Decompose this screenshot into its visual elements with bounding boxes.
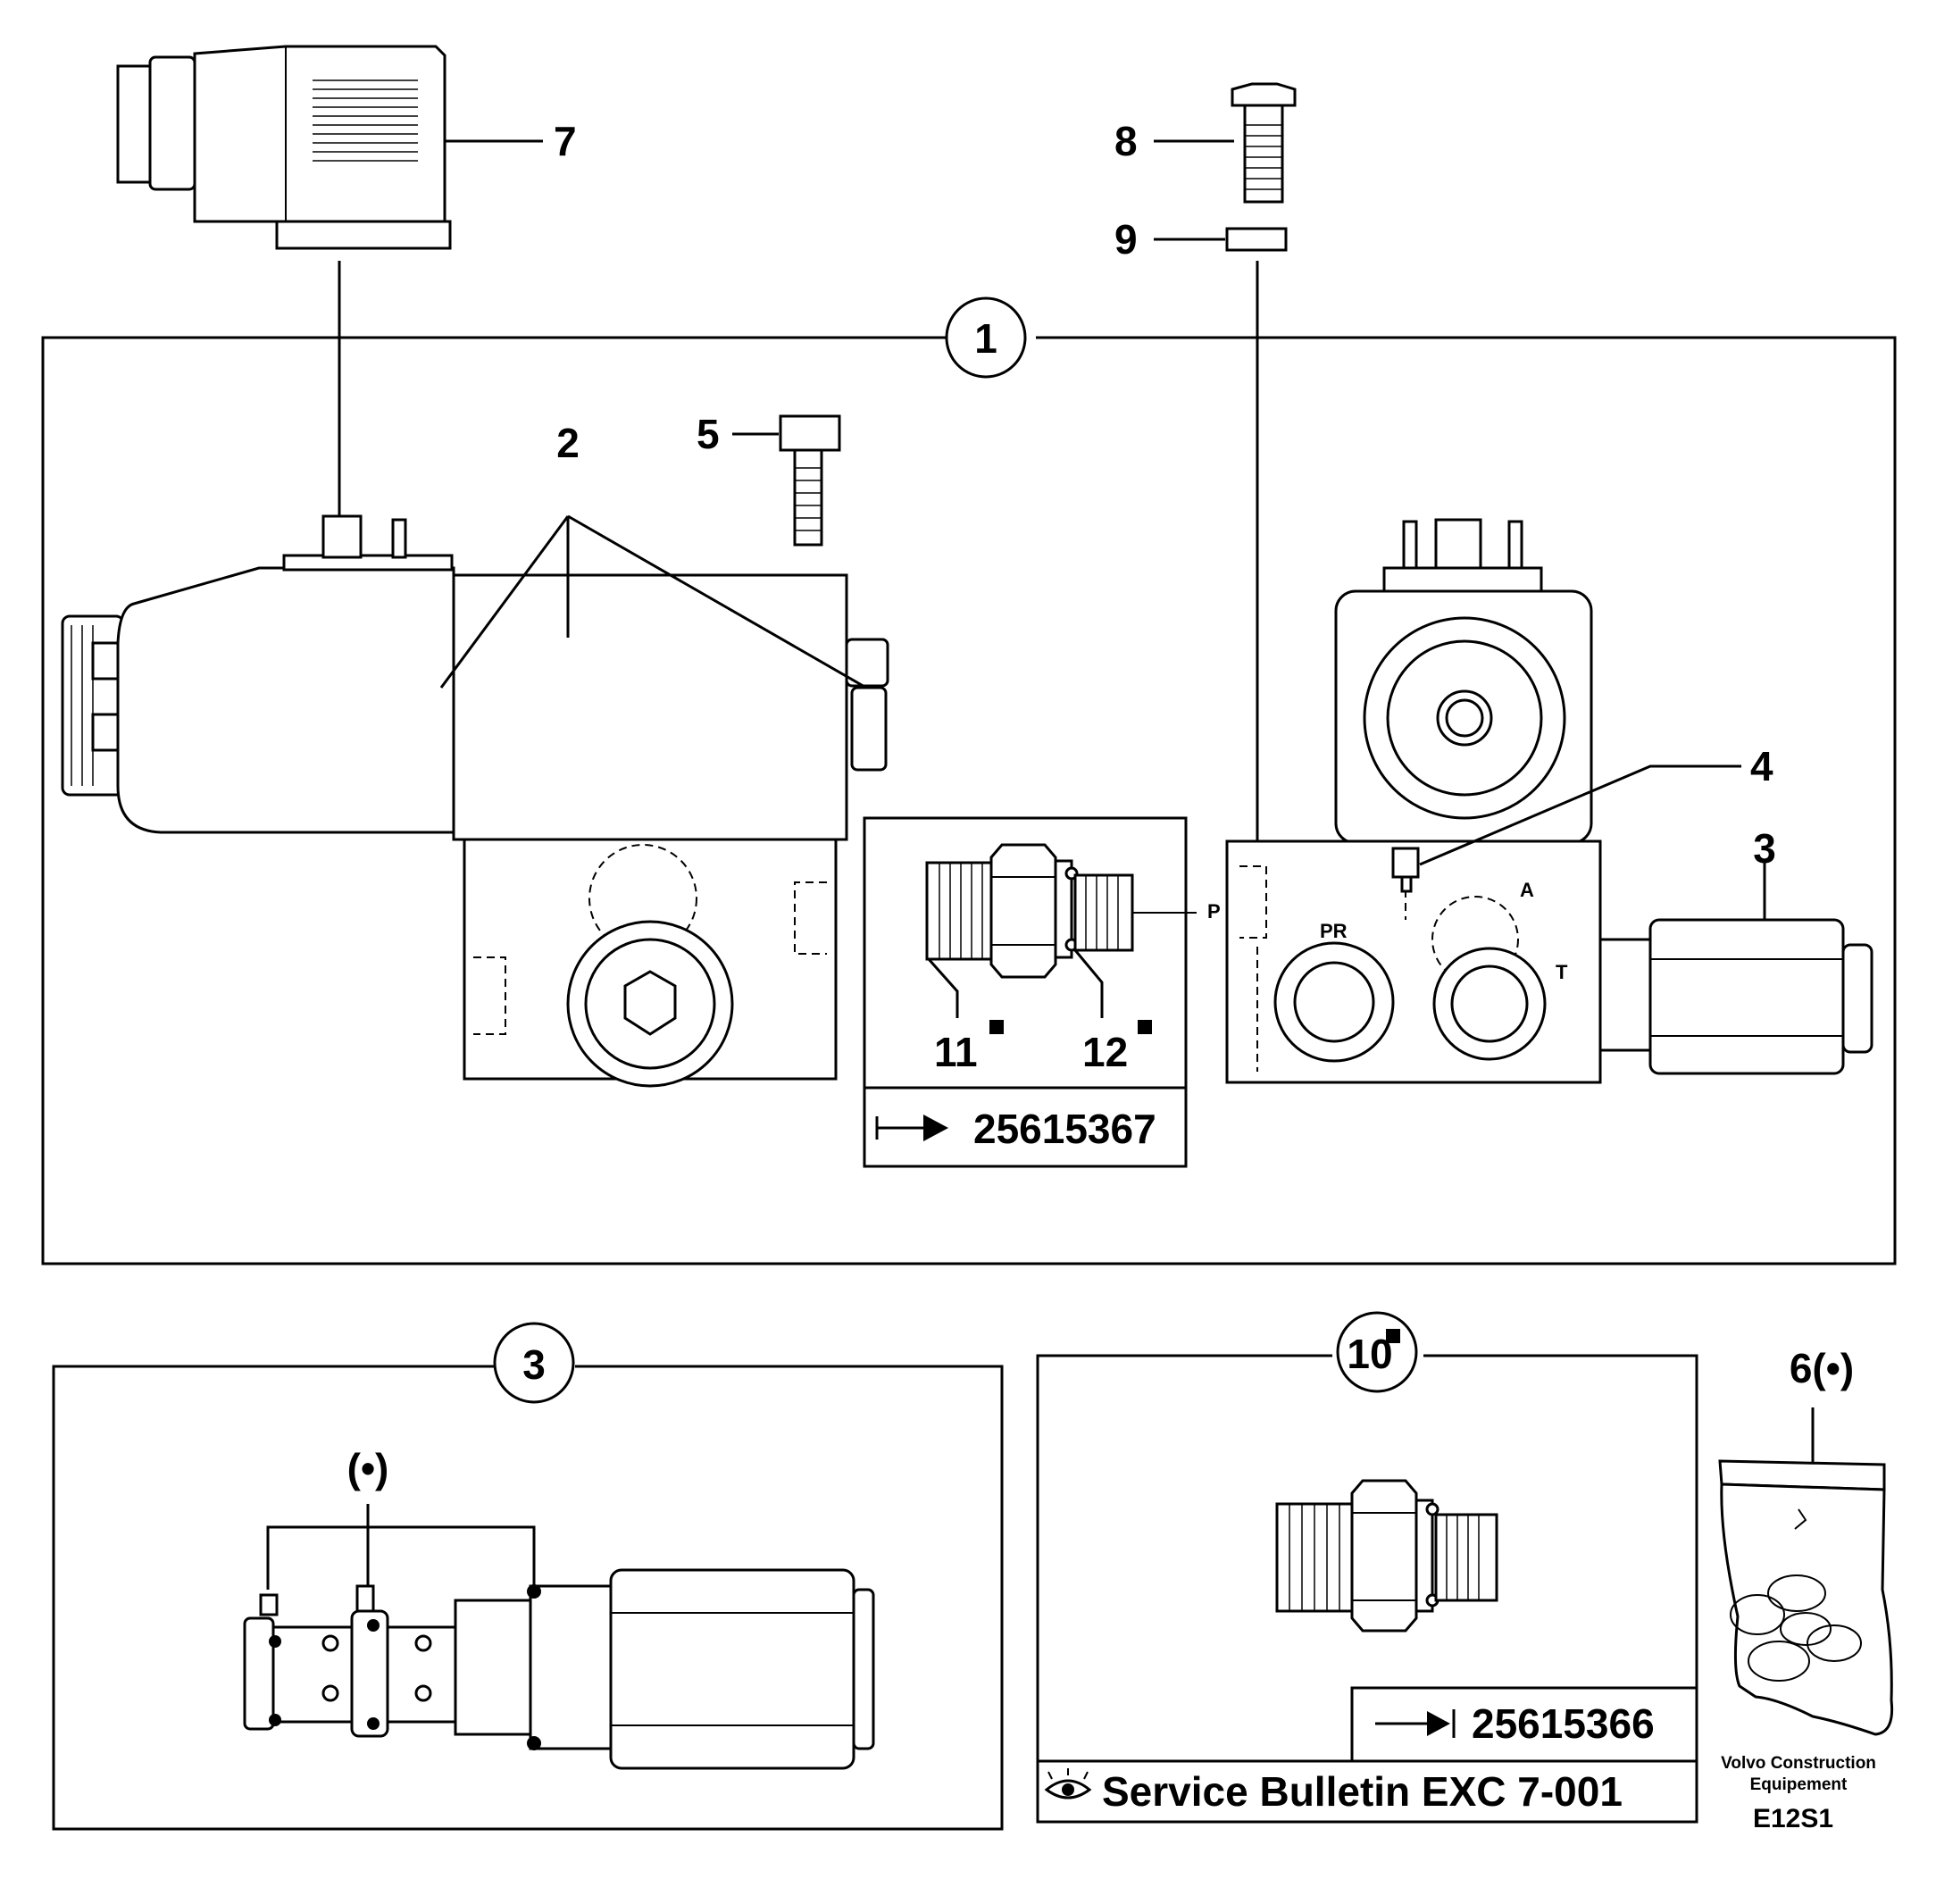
arrow-right-icon	[875, 1115, 948, 1141]
callout-11: 11	[934, 1029, 978, 1075]
callout-4: 4	[1750, 743, 1773, 789]
callout-1: 1	[974, 315, 997, 362]
oring-marker-label: (•)	[347, 1445, 389, 1491]
square-marker-icon	[1386, 1329, 1400, 1343]
callout-9: 9	[1114, 216, 1138, 263]
connector-plug-7: 7	[116, 45, 577, 516]
screw-5: 5	[697, 411, 841, 547]
seal-kit-bag-6: 6(•)	[1718, 1345, 1894, 1736]
callout-circle-1	[945, 296, 1027, 379]
service-bulletin-ref: Service Bulletin EXC 7-001	[1102, 1768, 1623, 1815]
frame-3-label: 3	[522, 1341, 546, 1388]
frame-fitting-10: 10 25615366	[1036, 1311, 1698, 1824]
port-t-label: T	[1556, 961, 1568, 983]
drawing-code: E12S1	[1753, 1804, 1833, 1833]
port-pr-label: PR	[1320, 920, 1348, 942]
callout-7: 7	[554, 118, 577, 164]
kit-ref-25615367: 25615367	[973, 1106, 1156, 1152]
brand-line-2: Equipement	[1750, 1775, 1848, 1794]
frame-cartridge-3: 3 (•)	[52, 1322, 1004, 1831]
frame-assembly-1: 1	[41, 296, 1897, 1265]
callout-2: 2	[556, 420, 580, 466]
washer-9: 9	[1114, 216, 1288, 841]
brand-line-1: Volvo Construction	[1721, 1754, 1876, 1773]
solenoid-valve-right: PR A T 3 4	[1225, 518, 1873, 1084]
footer-brand: Volvo Construction Equipement E12S1	[1721, 1754, 1876, 1833]
arrow-to-bar-icon	[1375, 1709, 1456, 1738]
solenoid-valve-left: 2	[61, 420, 889, 1088]
port-p-label: P	[1207, 900, 1221, 923]
callout-5: 5	[697, 411, 720, 457]
callout-6: 6(•)	[1790, 1345, 1854, 1391]
callout-8: 8	[1114, 118, 1138, 164]
callout-10: 10	[1347, 1331, 1392, 1377]
inset-fitting-kit: P 11 12 25615367	[863, 816, 1221, 1168]
eye-icon	[1044, 1768, 1092, 1800]
bolt-8: 8	[1114, 82, 1297, 204]
callout-12: 12	[1082, 1029, 1128, 1075]
kit-ref-25615366: 25615366	[1472, 1700, 1655, 1747]
callout-3: 3	[1753, 825, 1776, 872]
port-a-label: A	[1520, 879, 1534, 901]
square-marker-icon	[1138, 1020, 1152, 1034]
square-marker-icon	[989, 1020, 1004, 1034]
